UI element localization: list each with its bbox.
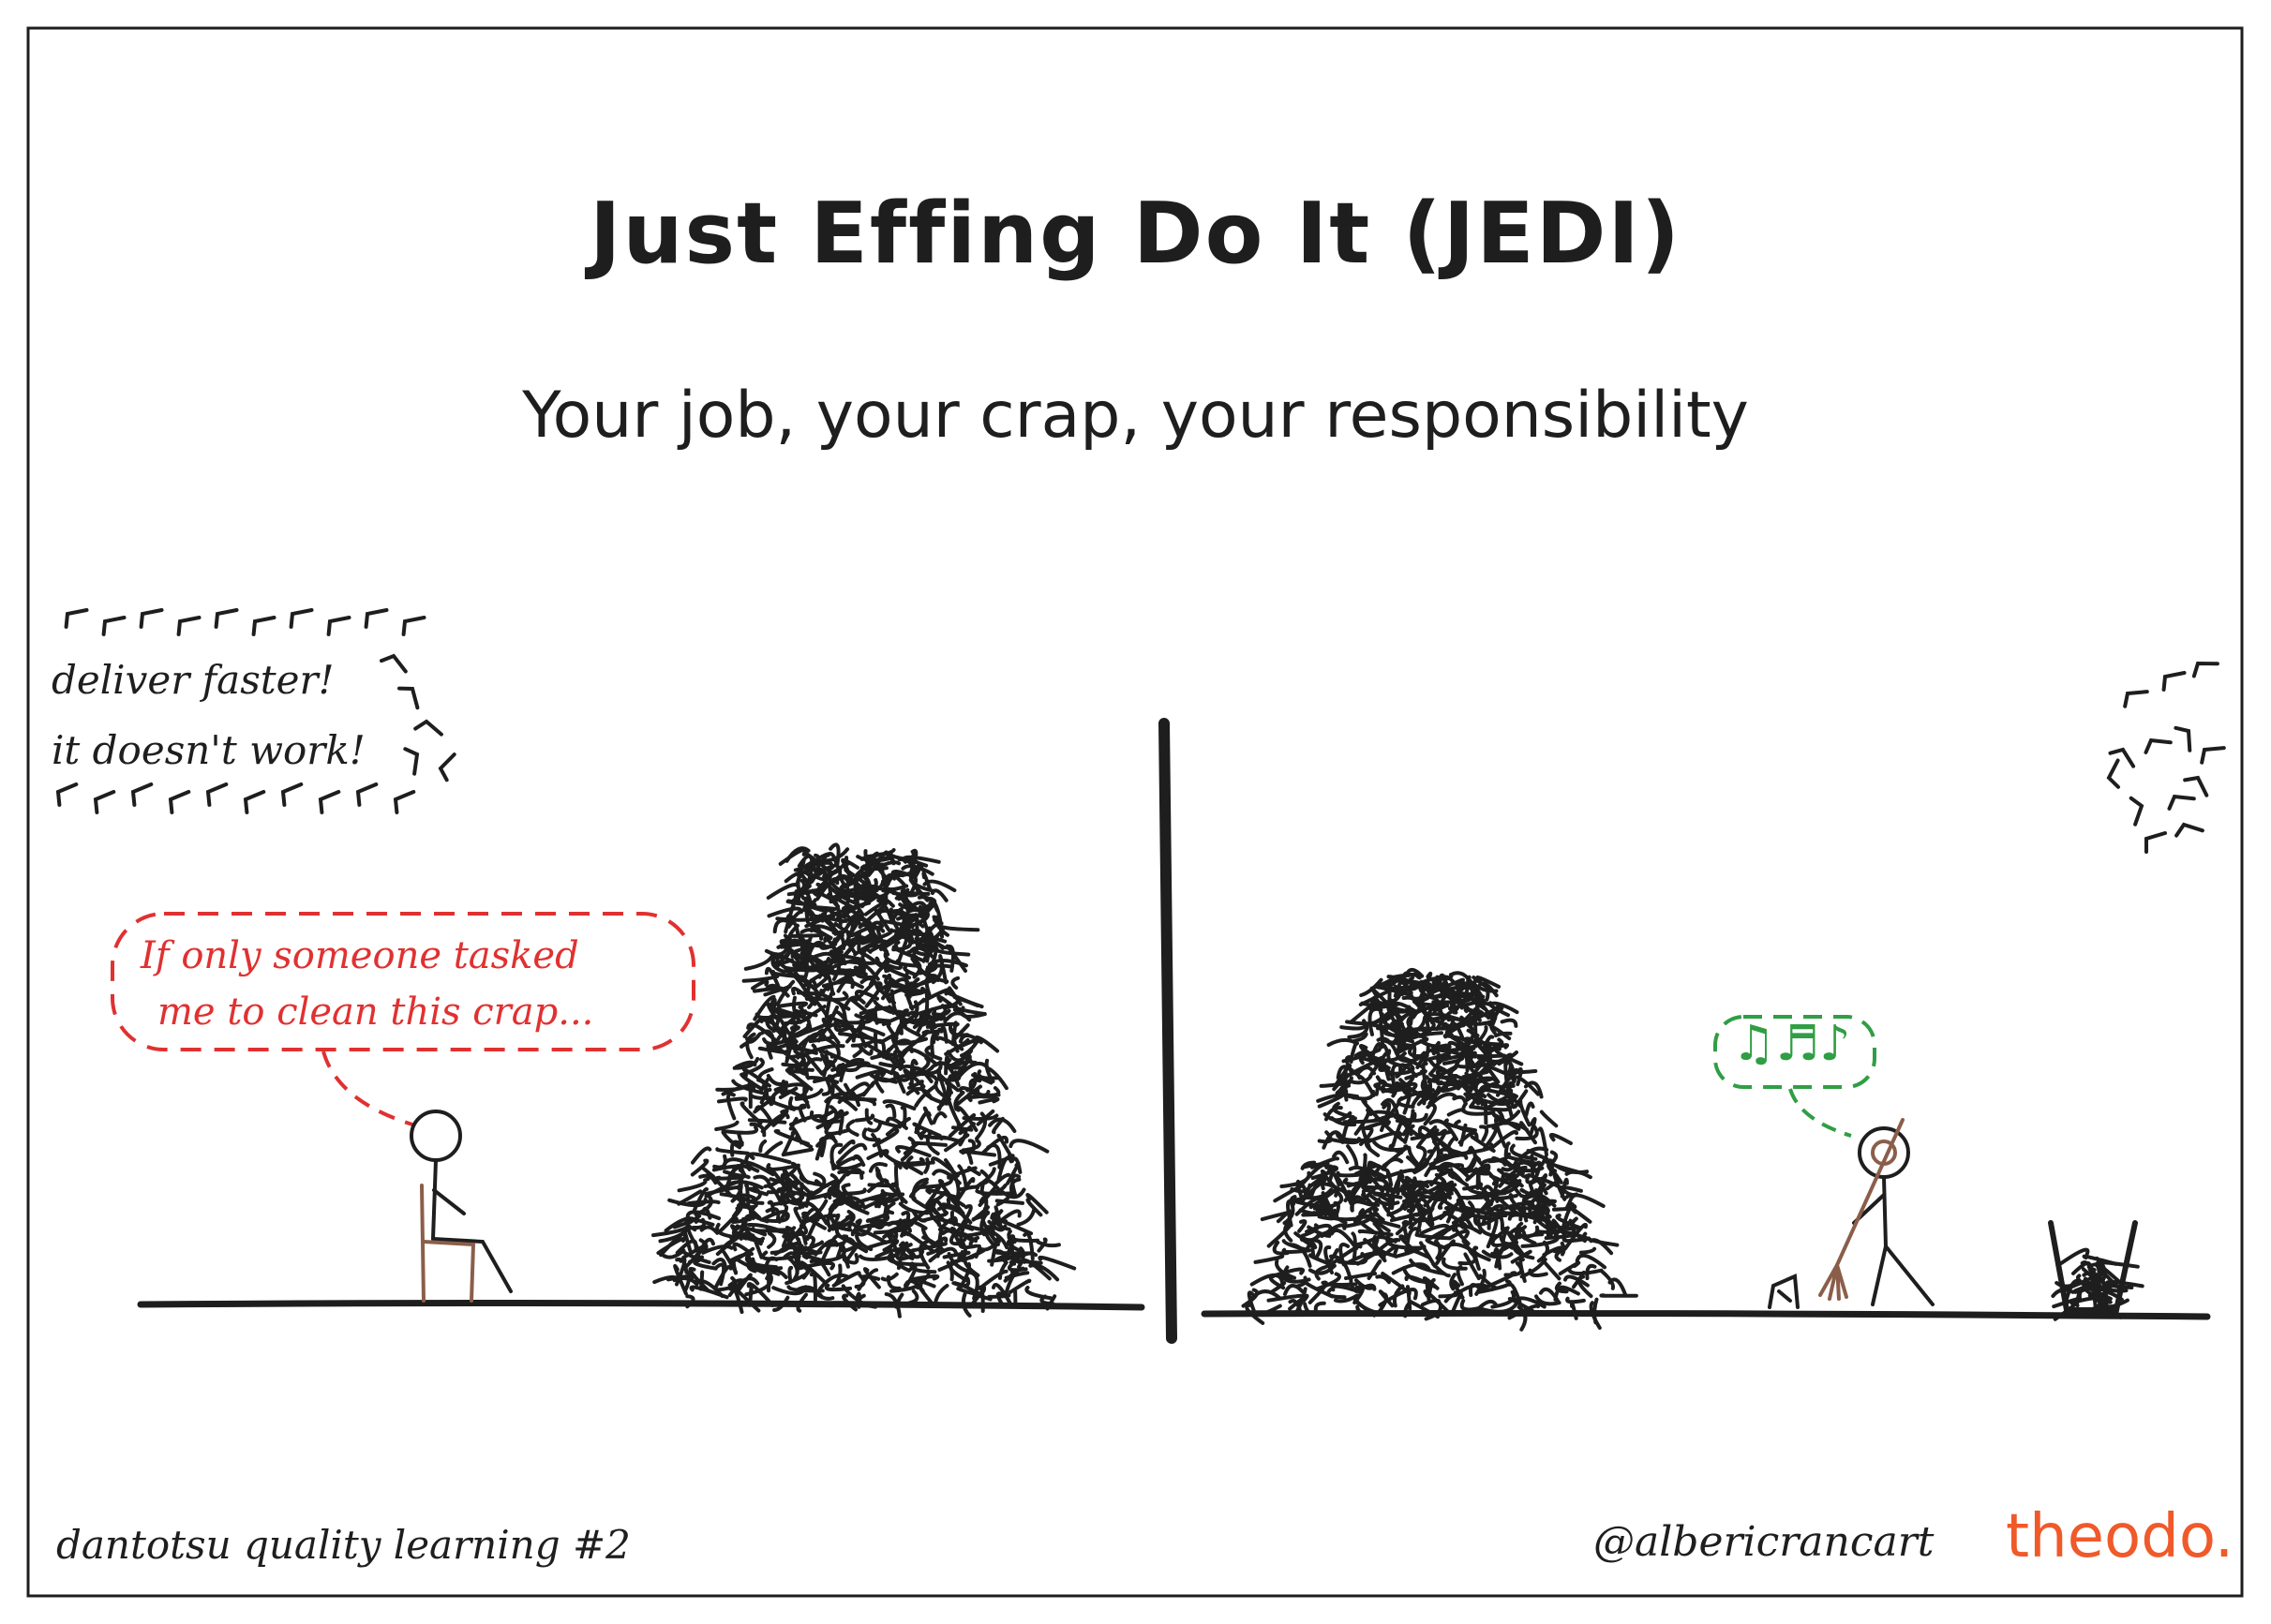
shout-text: deliver faster!	[52, 657, 335, 703]
panel-divider	[1158, 718, 1177, 1344]
thought-text: If only someone tasked	[141, 934, 579, 977]
crap-pile-left	[651, 842, 1077, 1319]
brand-logo: theodo.	[2006, 1502, 2234, 1572]
author-handle: @albericrancart	[1593, 1518, 1935, 1566]
broom	[1818, 1118, 1905, 1301]
thought-text: me to clean this crap...	[157, 991, 594, 1034]
series-caption: dantotsu quality learning #2	[56, 1522, 631, 1568]
shout-text: it doesn't work!	[52, 727, 366, 773]
music-bubble	[1713, 1015, 1876, 1089]
crap-pile-right	[1241, 967, 1638, 1332]
trash-bin	[2048, 1220, 2138, 1313]
page-subtitle: Your job, your crap, your responsibility	[522, 379, 1749, 453]
right-ground-line	[1201, 1309, 2211, 1320]
swept-crap	[1768, 1274, 1800, 1309]
shout-noise-marks	[55, 608, 456, 814]
outer-frame	[26, 26, 2244, 1598]
chair	[420, 1184, 476, 1303]
page-title: Just Effing Do It (JEDI)	[589, 185, 1682, 283]
left-ground-line	[137, 1300, 1145, 1311]
thought-bubble-tail	[321, 1050, 413, 1126]
thought-bubble	[111, 912, 695, 1051]
ambient-noise-marks	[2106, 661, 2226, 854]
music-bubble-tail	[1788, 1088, 1852, 1138]
music-notes-icon: ♫♬♪	[1732, 1016, 1851, 1072]
seated-person	[410, 1110, 513, 1293]
